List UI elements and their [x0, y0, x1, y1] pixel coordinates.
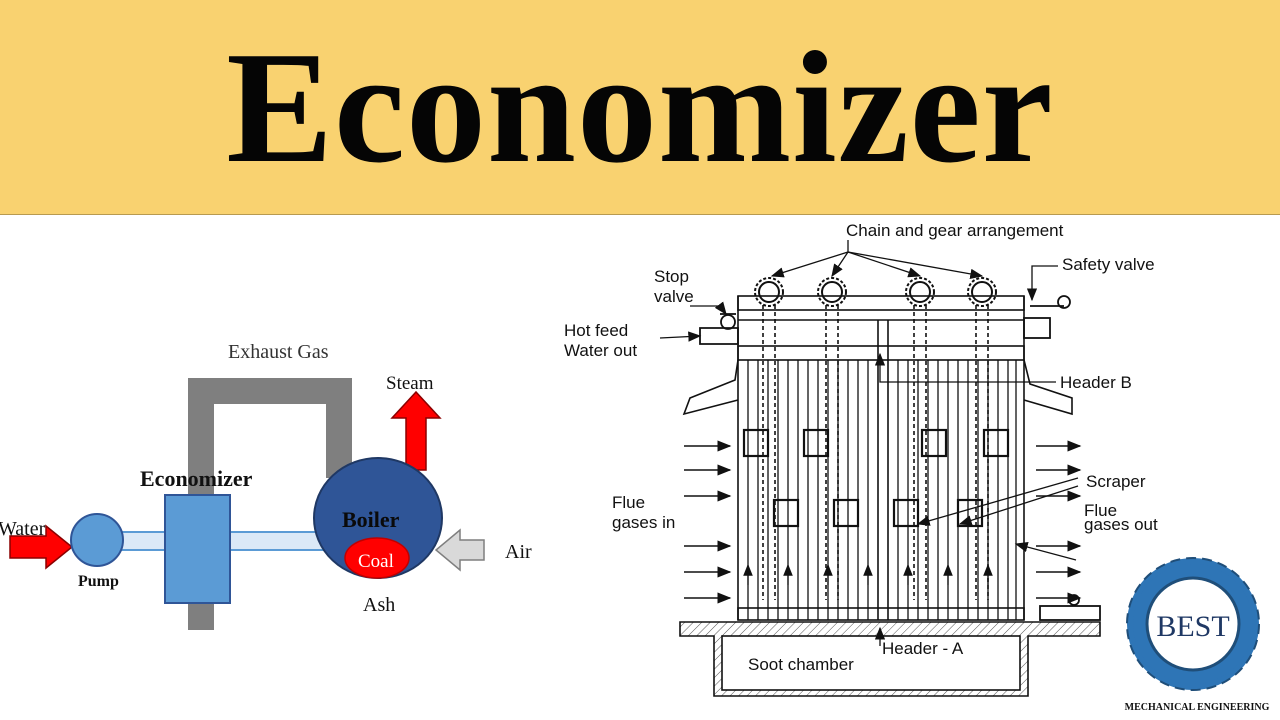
boiler-schematic: Water Pump Economizer Exhaust Gas Steam … — [0, 341, 532, 630]
water-label: Water — [0, 518, 46, 540]
water-inlet-arrow — [9, 524, 74, 570]
boiler-label: Boiler — [342, 507, 400, 532]
flue-out-label-1: Flue — [1084, 501, 1117, 520]
scraper-label: Scraper — [1086, 472, 1146, 491]
page-title: Economizer — [226, 18, 1054, 196]
flue-in-label-2: gases in — [612, 513, 675, 532]
logo-text: BEST — [1156, 610, 1229, 643]
gear-wheels — [754, 277, 997, 307]
exhaust-gas-label: Exhaust Gas — [228, 341, 329, 363]
pump-label: Pump — [78, 573, 119, 590]
steam-label: Steam — [386, 373, 434, 394]
gear-icon — [1126, 557, 1260, 691]
coal-bed — [344, 537, 410, 579]
safety-valve-label: Safety valve — [1062, 255, 1155, 274]
steam-outlet-arrow — [390, 390, 442, 471]
best-logo: BEST MECHANICAL ENGINEERING — [1125, 557, 1270, 713]
safety-valve — [1023, 295, 1071, 339]
scraper-chains — [762, 305, 989, 600]
economizer-block — [164, 494, 231, 604]
soot-chamber-label: Soot chamber — [748, 655, 854, 674]
leader-lines — [659, 240, 1079, 646]
ash-label: Ash — [363, 594, 395, 616]
economizer-cross-section — [659, 240, 1101, 697]
header-b-label: Header B — [1060, 373, 1132, 392]
air-inlet-arrow — [434, 528, 485, 572]
title-banner: Economizer — [0, 0, 1280, 215]
flue-gas-in-arrows — [684, 440, 732, 604]
header-a-bar — [737, 607, 1025, 621]
pump — [70, 513, 124, 567]
left-support-flange — [682, 359, 739, 416]
stop-valve-label-2: valve — [654, 287, 694, 306]
flue-out-label-2: gases out — [1084, 515, 1158, 534]
hot-feed-label-2: Water out — [564, 341, 637, 360]
stop-valve-label-1: Stop — [654, 267, 689, 286]
flue-gas-out-arrows — [1036, 440, 1082, 604]
header-b-bar — [737, 345, 1025, 361]
header-a-label: Header - A — [882, 639, 964, 658]
chain-gear-label: Chain and gear arrangement — [846, 221, 1064, 240]
air-label: Air — [505, 541, 532, 563]
right-support-flange — [1023, 359, 1073, 416]
economizer-label: Economizer — [140, 466, 253, 491]
coal-label: Coal — [358, 551, 394, 572]
stop-valve — [699, 313, 739, 345]
logo-caption: MECHANICAL ENGINEERING — [1125, 702, 1270, 713]
drain-valve — [1039, 594, 1101, 621]
water-flow-arrows — [743, 563, 993, 585]
hot-feed-label-1: Hot feed — [564, 321, 628, 340]
flue-in-label-1: Flue — [612, 493, 645, 512]
